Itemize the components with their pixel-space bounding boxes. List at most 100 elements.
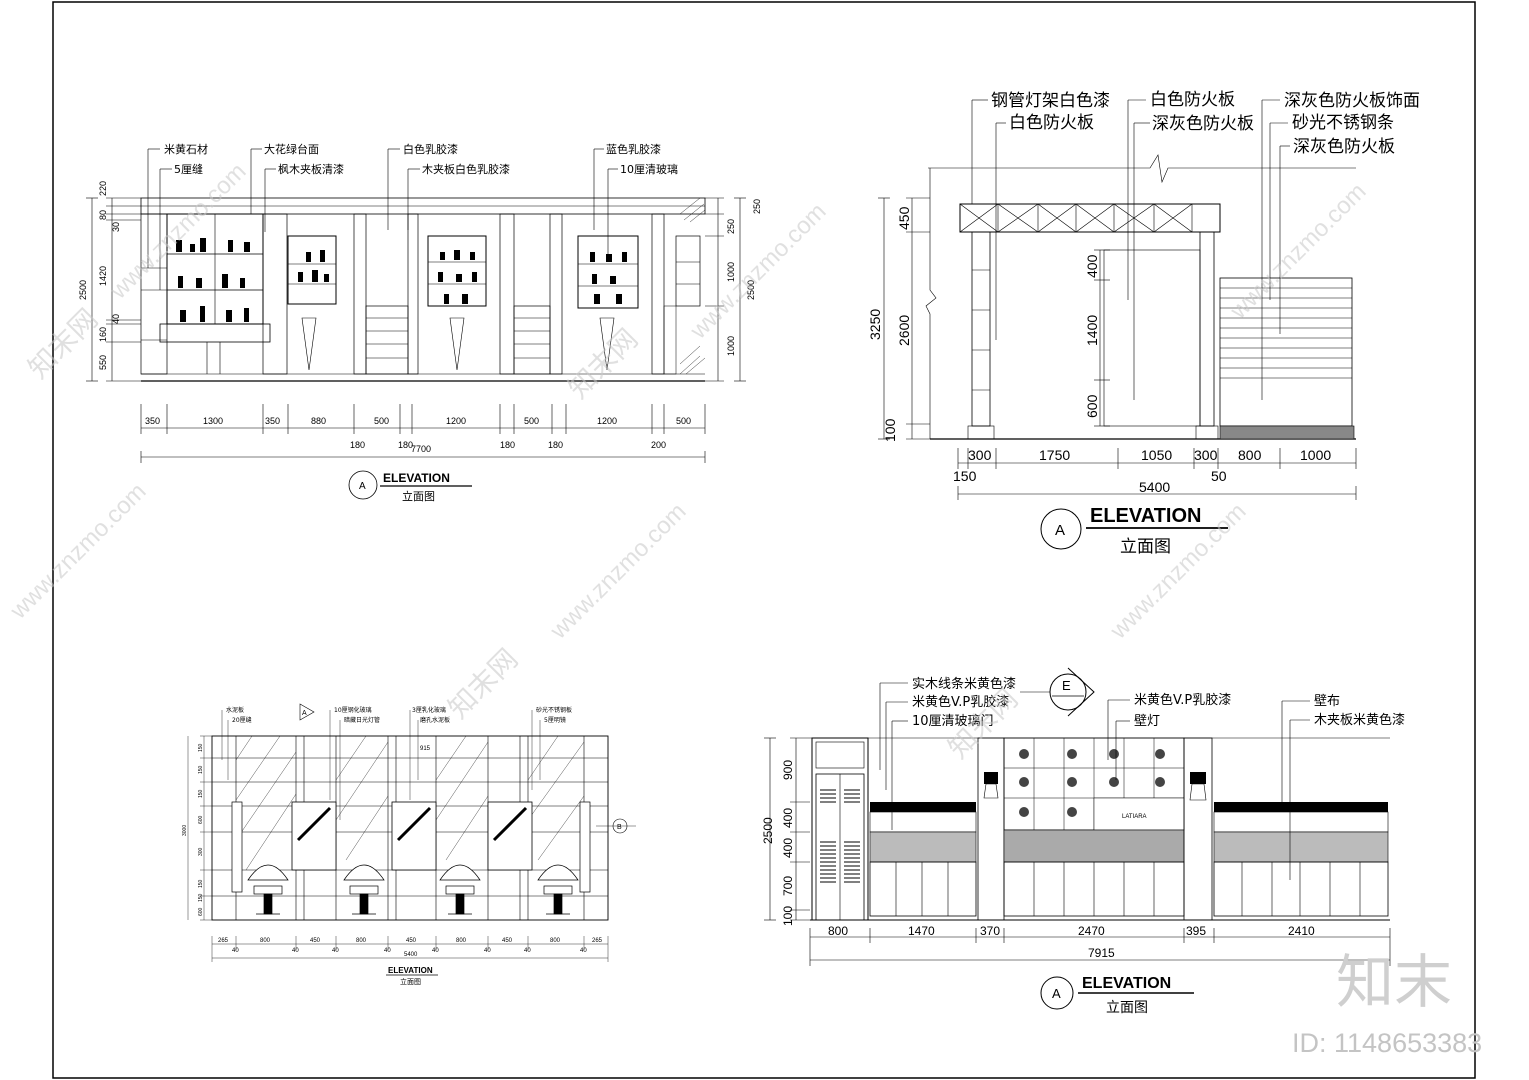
p2-bottom-dim-0: 300: [968, 447, 992, 463]
p2-bottom-dim-4: 800: [1238, 447, 1262, 463]
p2-total: 5400: [1139, 479, 1170, 495]
p2-label-0: 钢管灯架白色漆: [991, 91, 1110, 111]
wm-brand-3: 知末网: [442, 643, 523, 724]
p2-subtitle: 立面图: [1120, 537, 1171, 557]
p4-left-dim-2: 400: [781, 838, 795, 858]
p3-label-4: 3厘乳化玻璃: [412, 706, 446, 714]
p2-bottom-dim-5: 1000: [1300, 447, 1331, 463]
p4-label-5: 壁布: [1314, 694, 1340, 709]
p1-bottom-dim-5: 1200: [446, 416, 466, 426]
p4-marker: A: [1052, 986, 1061, 1001]
panel-4-elevation: LATIARA E 实木线条米黄色漆 米黄色V.P: [761, 667, 1405, 1016]
wm-brand-1: 知末网: [22, 303, 103, 384]
p3-total: 5400: [404, 952, 418, 958]
p2-label-2: 白色防火板: [1150, 90, 1235, 110]
p4-label-3: 米黄色V.P乳胶漆: [1134, 692, 1231, 708]
p3-bottom2-dim-7: 40: [580, 948, 587, 954]
panel-2-elevation: 450 2600 100 3250 400 1400 600 300 1750 …: [867, 90, 1420, 557]
p2-bottom2-dim-0: 150: [953, 468, 977, 484]
p1-left-total: 2500: [78, 280, 88, 300]
p3-bottom2-dim-6: 40: [524, 948, 531, 954]
p1-right-total: 2500: [746, 280, 756, 300]
p4-left-dim-0: 900: [781, 760, 795, 780]
p3-section-a: A: [302, 710, 307, 717]
sheet-border: [52, 1, 1476, 1079]
wm-url-5: www.znzmo.com: [544, 498, 691, 645]
p4-bottom-dim-2: 370: [980, 924, 1000, 938]
p1-left-dim-6: 550: [98, 355, 108, 370]
panel-3-elevation: A B 915 水泥板 20厘缝 10厘钢化玻璃 暗藏日光灯管 3厘乳化玻璃 磨…: [182, 703, 636, 986]
p1-bottom2-dim-2: 180: [500, 440, 515, 450]
p3-left-dim-7: 600: [198, 907, 204, 916]
p2-left-dim-0: 450: [896, 206, 912, 230]
p3-bottom2-dim-5: 40: [484, 948, 491, 954]
p3-bottom-dim-4: 450: [406, 938, 417, 944]
p2-label-1: 白色防火板: [1009, 113, 1094, 133]
p2-marker: A: [1055, 522, 1065, 539]
p2-label-6: 深灰色防火板: [1293, 137, 1395, 157]
p3-bottom-dim-5: 800: [456, 938, 467, 944]
p1-right-dim-3: 1000: [726, 336, 736, 356]
p3-bottom-dim-3: 800: [356, 938, 367, 944]
p1-left-dim-0: 220: [98, 181, 108, 196]
p4-label-2: 10厘清玻璃门: [912, 714, 994, 729]
p3-bottom-dim-0: 265: [218, 938, 229, 944]
p3-left-dim-2: 150: [198, 789, 204, 798]
wm-url-2: www.znzmo.com: [684, 198, 831, 345]
p3-bottom-dim-6: 450: [502, 938, 513, 944]
p1-bottom-dim-6: 500: [524, 416, 539, 426]
p1-bottom-dim-0: 350: [145, 416, 160, 426]
p1-right-dim-2: 1000: [726, 262, 736, 282]
p3-bottom-dim-1: 800: [260, 938, 271, 944]
p3-subtitle: 立面图: [400, 977, 421, 986]
p3-bottom2-dim-1: 40: [292, 948, 299, 954]
p1-left-dim-2: 30: [111, 222, 121, 232]
p4-left-dim-4: 100: [781, 906, 795, 926]
p1-subtitle: 立面图: [402, 489, 435, 503]
p2-bottom-dim-1: 1750: [1039, 447, 1070, 463]
p4-bottom-dim-5: 2410: [1288, 924, 1315, 938]
p4-label-4: 壁灯: [1134, 714, 1160, 729]
p1-bottom-dim-3: 880: [311, 416, 326, 426]
p1-bottom-dim-7: 1200: [597, 416, 617, 426]
p1-label-6: 蓝色乳胶漆: [606, 142, 661, 156]
p2-label-4: 深灰色防火板饰面: [1284, 91, 1420, 111]
p3-bottom-dim-7: 800: [550, 938, 561, 944]
p3-bottom2-dim-0: 40: [232, 948, 239, 954]
p1-left-dim-3: 1420: [98, 266, 108, 286]
watermark-id: ID: 1148653383: [1292, 1028, 1482, 1058]
p1-label-3: 枫木夹板清漆: [278, 162, 344, 176]
p4-left-total: 2500: [761, 817, 775, 844]
p3-left-dim-4: 300: [198, 847, 204, 856]
p1-left-dim-1: 80: [98, 210, 108, 220]
wm-url-3: www.znzmo.com: [1224, 178, 1371, 325]
p1-left-dim-5: 160: [98, 327, 108, 342]
p3-label-2: 10厘钢化玻璃: [334, 706, 372, 714]
p1-label-5: 木夹板白色乳胶漆: [422, 162, 510, 176]
p3-title: ELEVATION: [388, 966, 433, 975]
p4-label-0: 实木线条米黄色漆: [912, 676, 1016, 692]
p1-bottom-dim-1: 1300: [203, 416, 223, 426]
p4-subtitle: 立面图: [1106, 1000, 1148, 1016]
p3-left-total: 3000: [182, 825, 188, 836]
p3-left-dim-1: 150: [198, 765, 204, 774]
p1-marker: A: [359, 481, 366, 492]
p1-right-dim-0: 250: [752, 199, 762, 214]
p4-title: ELEVATION: [1082, 975, 1171, 992]
watermark-logo: 知末: [1336, 948, 1452, 1016]
p1-bottom2-dim-1: 180: [398, 440, 413, 450]
p2-left-total: 3250: [867, 309, 883, 340]
p4-left-dim-1: 400: [781, 808, 795, 828]
p2-label-5: 砂光不锈钢条: [1292, 113, 1394, 133]
p2-title: ELEVATION: [1090, 505, 1201, 527]
p4-label-1: 米黄色V.P乳胶漆: [912, 694, 1009, 710]
p2-inner-dim-2: 600: [1084, 394, 1100, 418]
p3-left-dim-5: 150: [198, 879, 204, 888]
p3-left-dim-3: 600: [198, 815, 204, 824]
p1-label-7: 10厘清玻璃: [620, 162, 678, 176]
p1-label-0: 米黄石材: [164, 142, 208, 156]
p4-bottom-dim-3: 2470: [1078, 924, 1105, 938]
p2-left-dim-2: 100: [882, 418, 898, 442]
p1-label-1: 5厘缝: [174, 162, 203, 176]
p4-brand: LATIARA: [1122, 814, 1147, 820]
